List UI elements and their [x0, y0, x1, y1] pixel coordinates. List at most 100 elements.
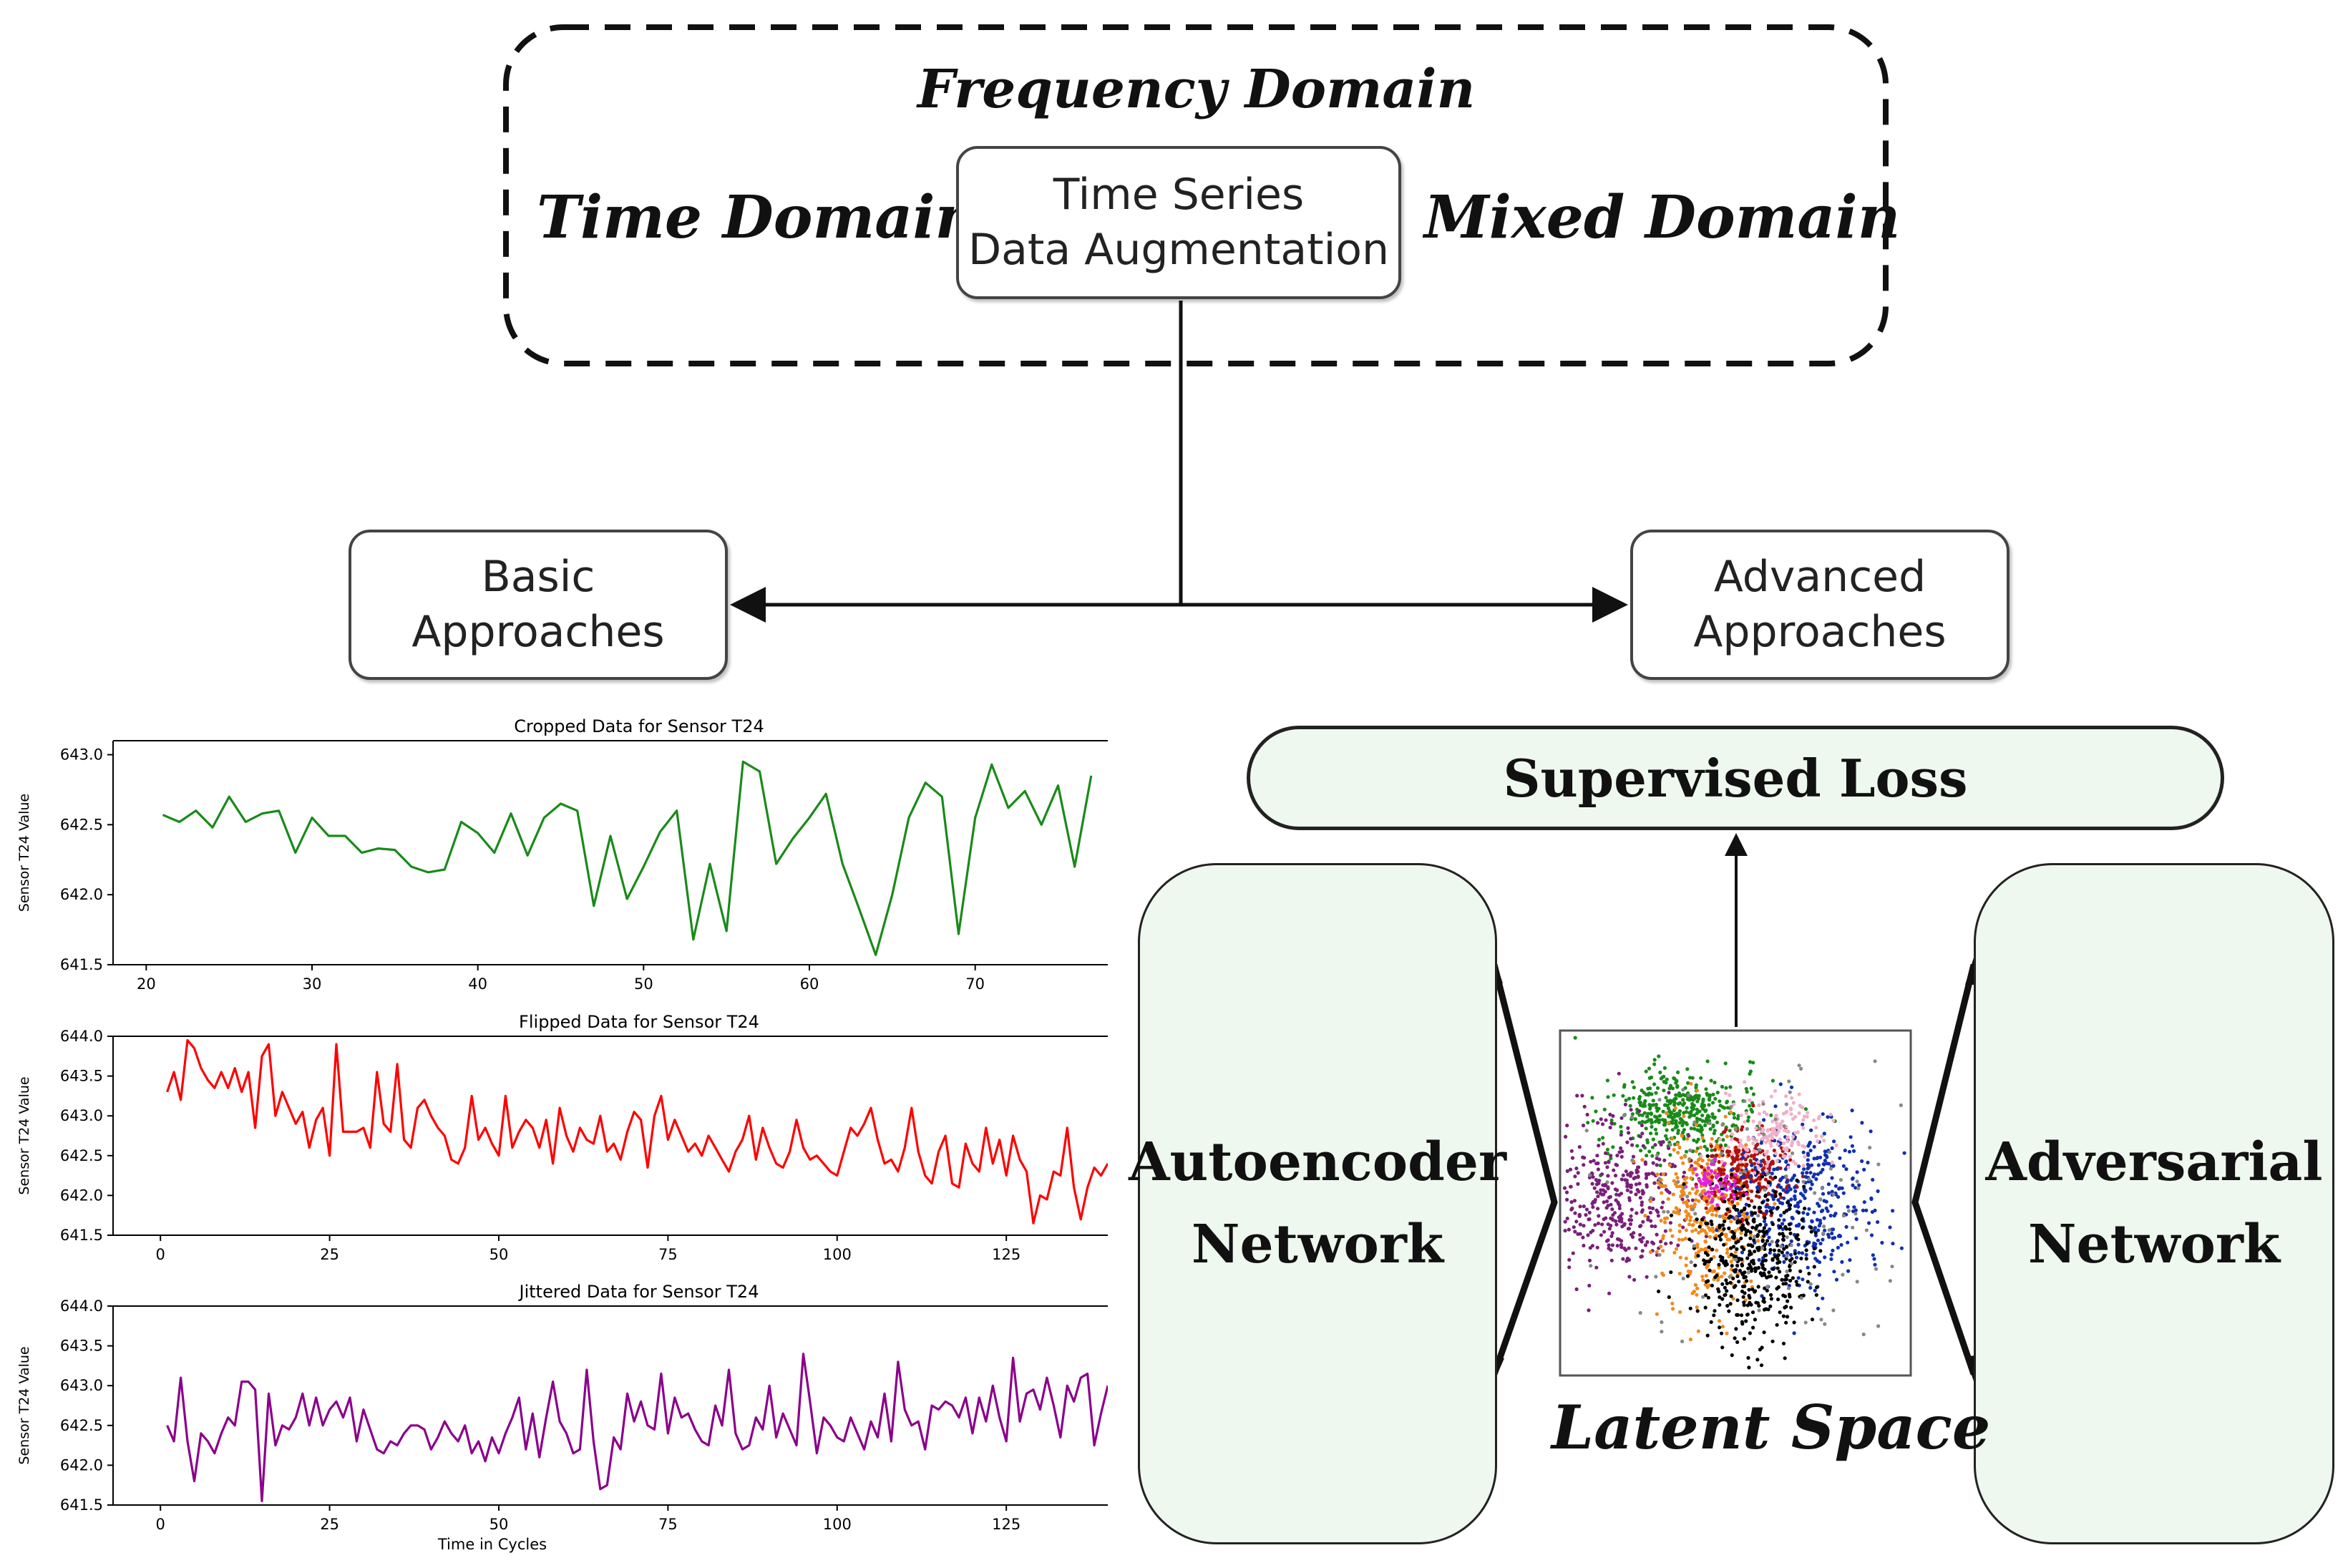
latent-point — [1778, 1270, 1782, 1274]
latent-point — [1720, 1325, 1725, 1329]
latent-point — [1739, 1313, 1744, 1318]
latent-point — [1823, 1159, 1827, 1163]
latent-point — [1727, 1226, 1731, 1230]
latent-point — [1655, 1153, 1660, 1157]
latent-point — [1826, 1115, 1830, 1119]
latent-point — [1728, 1129, 1732, 1133]
latent-point — [1775, 1239, 1780, 1243]
latent-point — [1753, 1250, 1757, 1254]
latent-point — [1807, 1207, 1811, 1211]
latent-point — [1788, 1154, 1792, 1159]
latent-point — [1814, 1292, 1818, 1297]
latent-point — [1812, 1247, 1816, 1251]
latent-point — [1770, 1257, 1775, 1261]
latent-point — [1816, 1306, 1821, 1311]
latent-point — [1772, 1248, 1776, 1252]
latent-point — [1760, 1266, 1765, 1270]
frequency-domain-label: Frequency Domain — [917, 59, 1476, 120]
latent-point — [1634, 1182, 1638, 1187]
latent-point — [1679, 1194, 1683, 1199]
latent-point — [1797, 1164, 1801, 1169]
latent-point — [1644, 1176, 1648, 1180]
latent-point — [1760, 1200, 1765, 1204]
latent-point — [1596, 1221, 1601, 1226]
latent-point — [1784, 1102, 1788, 1106]
latent-point — [1639, 1255, 1643, 1259]
latent-point — [1773, 1202, 1777, 1206]
latent-point — [1809, 1229, 1813, 1234]
latent-point — [1574, 1167, 1579, 1171]
latent-point — [1728, 1201, 1732, 1205]
latent-point — [1717, 1109, 1721, 1113]
latent-point — [1704, 1087, 1708, 1091]
latent-point — [1783, 1356, 1787, 1360]
latent-point — [1564, 1134, 1568, 1139]
latent-point — [1624, 1169, 1628, 1174]
latent-point — [1713, 1081, 1717, 1085]
latent-point — [1639, 1224, 1643, 1228]
latent-point — [1794, 1235, 1798, 1240]
latent-point — [1687, 1212, 1691, 1217]
latent-point — [1619, 1133, 1623, 1137]
latent-point — [1640, 1200, 1644, 1204]
latent-point — [1734, 1193, 1738, 1197]
latent-point — [1794, 1280, 1798, 1284]
latent-point — [1834, 1277, 1839, 1282]
latent-point — [1619, 1177, 1624, 1182]
latent-point — [1805, 1242, 1809, 1246]
latent-point — [1760, 1238, 1765, 1242]
latent-point — [1801, 1126, 1806, 1130]
latent-point — [1668, 1221, 1672, 1225]
latent-point — [1661, 1249, 1665, 1253]
latent-point — [1645, 1184, 1649, 1189]
latent-point — [1710, 1192, 1715, 1196]
latent-point — [1665, 1099, 1670, 1103]
latent-point — [1704, 1247, 1708, 1251]
latent-point — [1619, 1245, 1624, 1250]
latent-point — [1695, 1146, 1700, 1151]
latent-point — [1781, 1341, 1786, 1345]
latent-point — [1744, 1086, 1748, 1091]
latent-point — [1602, 1107, 1607, 1111]
latent-point — [1652, 1082, 1657, 1086]
latent-point — [1813, 1231, 1818, 1235]
latent-point — [1738, 1191, 1742, 1195]
latent-point — [1758, 1222, 1763, 1227]
latent-point — [1734, 1327, 1738, 1331]
latent-point — [1684, 1256, 1688, 1260]
latent-point — [1758, 1206, 1763, 1210]
latent-point — [1828, 1112, 1833, 1116]
latent-point — [1698, 1192, 1703, 1197]
latent-point — [1700, 1164, 1704, 1169]
latent-point — [1658, 1070, 1662, 1075]
latent-point — [1814, 1134, 1818, 1139]
latent-point — [1830, 1146, 1834, 1150]
latent-point — [1757, 1246, 1761, 1250]
supervised-loss-box: Supervised Loss — [1247, 726, 2224, 830]
latent-point — [1715, 1120, 1720, 1124]
latent-point — [1710, 1175, 1715, 1179]
latent-point — [1665, 1111, 1669, 1116]
latent-point — [1701, 1295, 1705, 1299]
latent-point — [1585, 1112, 1589, 1117]
latent-point — [1757, 1132, 1761, 1136]
latent-point — [1705, 1162, 1710, 1167]
latent-point — [1755, 1189, 1760, 1194]
latent-point — [1846, 1209, 1851, 1213]
latent-point — [1770, 1222, 1775, 1227]
latent-point — [1705, 1059, 1710, 1063]
latent-point — [1709, 1078, 1713, 1083]
latent-point — [1763, 1140, 1768, 1144]
latent-point — [1650, 1145, 1655, 1149]
latent-point — [1801, 1179, 1806, 1184]
latent-point — [1801, 1118, 1806, 1122]
latent-point — [1687, 1157, 1692, 1162]
latent-point — [1813, 1226, 1818, 1230]
latent-point — [1808, 1171, 1813, 1175]
latent-point — [1760, 1246, 1765, 1250]
latent-point — [1695, 1292, 1699, 1297]
latent-point — [1638, 1196, 1642, 1200]
latent-point — [1851, 1183, 1855, 1187]
latent-point — [1724, 1235, 1728, 1239]
